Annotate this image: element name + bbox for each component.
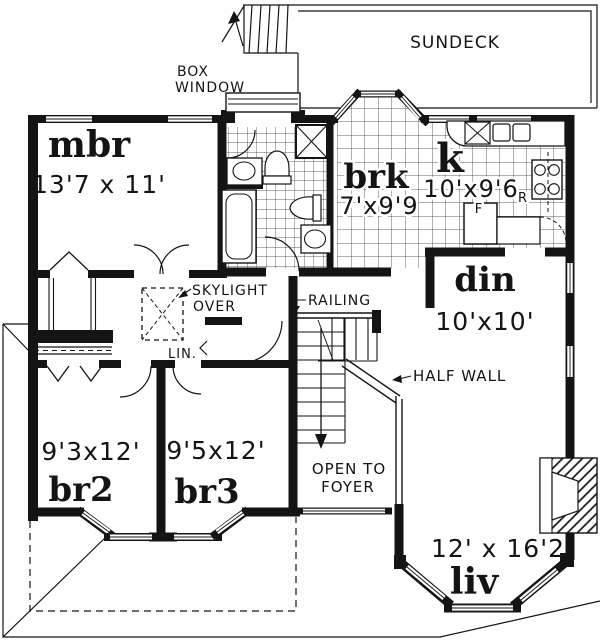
room-dims-liv: 12' x 16'2 — [431, 534, 565, 563]
room-dims-br3: 9'5x12' — [166, 436, 265, 465]
sundeck-label: SUNDECK — [410, 33, 500, 53]
sink-bowl-right — [512, 123, 531, 142]
hall-features — [34, 244, 283, 398]
mbr-double-door — [133, 244, 190, 275]
fridge-label: F — [475, 202, 483, 217]
railing-leader — [290, 299, 306, 314]
skylight-label-2: OVER — [193, 299, 236, 315]
room-dims-br2: 9'3x12' — [41, 437, 140, 466]
box-window — [225, 92, 301, 113]
railing-label: RAILING — [308, 293, 371, 309]
br2-door-swing — [119, 365, 152, 398]
br2-corner-window — [75, 506, 117, 541]
skylight-label-1: SKYLIGHT — [192, 283, 268, 299]
br3-door-swing — [172, 365, 202, 395]
sundeck: SUNDECK — [221, 4, 598, 109]
linen-arrow — [199, 340, 208, 356]
box-window-label-1: BOX — [177, 64, 209, 80]
room-label-br3: br3 — [174, 472, 239, 512]
room-label-brk: brk — [343, 157, 410, 197]
fireplace-icon — [539, 457, 598, 534]
range-icon — [531, 159, 563, 200]
box-window-label-2: WINDOW — [175, 80, 245, 96]
range-label: R — [518, 191, 528, 206]
labels: BOX WINDOW mbr 13'7 x 11' brk 7'x9'9 k 1… — [32, 64, 565, 603]
walls — [28, 110, 575, 569]
open-to-foyer-label-2: FOYER — [321, 478, 375, 496]
room-dims-mbr: 13'7 x 11' — [32, 170, 166, 199]
railing — [297, 310, 381, 333]
kitchen-fixtures — [446, 120, 567, 245]
interior-stairs — [297, 310, 403, 506]
brk-bay-windows — [327, 88, 431, 127]
room-label-mbr: mbr — [48, 124, 131, 166]
mbr-closet — [48, 278, 97, 330]
half-wall-label: HALF WALL — [413, 367, 506, 385]
bath2-vanity-sink — [300, 224, 332, 254]
br2-closet-chevron-2 — [79, 365, 103, 383]
br2-closet — [34, 346, 112, 383]
skylight — [141, 287, 184, 341]
br3-corner-window — [209, 506, 251, 541]
bathtub-icon — [221, 189, 257, 264]
half-wall — [341, 358, 403, 506]
room-label-din: din — [454, 260, 515, 300]
stairs-up-arrow — [228, 11, 244, 47]
sink-bowl-left — [492, 123, 511, 142]
linen-label: LIN. — [168, 347, 197, 362]
stairs-down-arrow — [315, 328, 327, 449]
half-wall-leader — [392, 375, 412, 383]
bath1-vanity-sink — [226, 157, 263, 186]
bath2-toilet-icon — [289, 194, 322, 222]
kitchen-counter-bottom — [496, 216, 541, 245]
room-label-br2: br2 — [48, 470, 113, 510]
room-label-kitchen: k — [436, 135, 465, 182]
upper-cabinet-dashed — [539, 152, 567, 244]
room-dims-brk: 7'x9'9 — [339, 192, 418, 220]
sundeck-stairs — [221, 4, 298, 54]
br2-closet-chevron-1 — [46, 365, 70, 383]
linen-door-swing — [239, 320, 283, 364]
fridge-icon — [463, 202, 498, 245]
windows — [42, 88, 575, 613]
bath2-door-swing — [264, 236, 300, 272]
room-label-liv: liv — [450, 561, 499, 603]
room-dims-kitchen: 10'x9'6 — [423, 175, 518, 203]
bath1-toilet-icon — [262, 150, 292, 185]
room-dims-din: 10'x10' — [435, 307, 534, 336]
lower-roof-outline — [2, 323, 600, 638]
liv-bay-windows — [396, 557, 569, 613]
bath-fixtures — [221, 124, 332, 272]
leaders — [178, 288, 412, 383]
dishwasher-icon — [464, 121, 491, 145]
shower-icon — [295, 124, 328, 159]
mbr-closet-door-chevron — [49, 251, 89, 271]
roof-overhang-dashed — [29, 517, 297, 612]
open-to-foyer-label-1: OPEN TO — [312, 460, 386, 478]
skylight-leader — [178, 288, 192, 298]
